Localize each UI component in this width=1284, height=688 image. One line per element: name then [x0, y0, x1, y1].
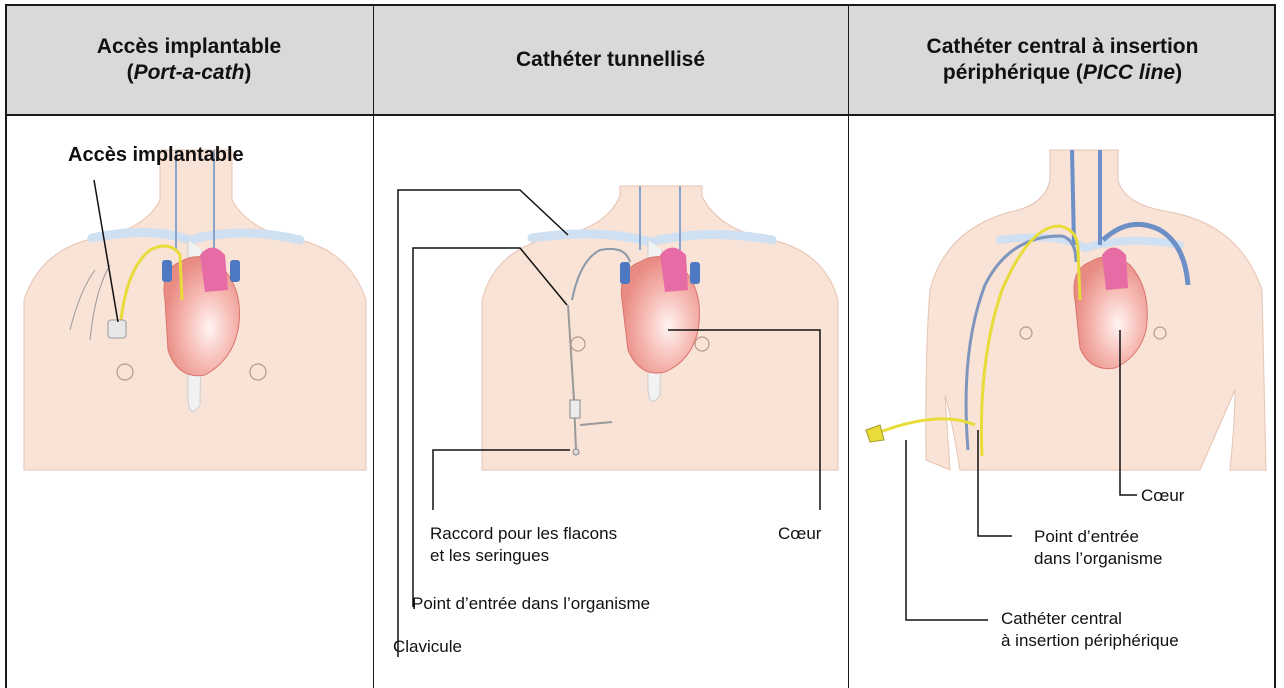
vein-right	[230, 260, 240, 282]
label-entry: Point d’entrée dans l’organisme	[412, 593, 650, 615]
label-entry-picc-line2: dans l’organisme	[1034, 548, 1163, 570]
label-picc: Cathéter central à insertion périphériqu…	[1001, 608, 1179, 652]
aortic-arch	[660, 248, 688, 293]
connector-clamp	[570, 400, 580, 418]
label-entry-picc-line1: Point d’entrée	[1034, 526, 1163, 548]
label-port: Accès implantable	[68, 144, 244, 167]
aortic-arch	[1102, 248, 1128, 291]
label-entry-picc: Point d’entrée dans l’organisme	[1034, 526, 1163, 570]
connector-tip	[573, 449, 579, 455]
torso-port-illustration	[24, 150, 366, 470]
label-connector-line2: et les seringues	[430, 545, 617, 567]
picc-hub	[866, 425, 884, 442]
label-picc-line1: Cathéter central	[1001, 608, 1179, 630]
vein-left	[162, 260, 172, 282]
vein-left	[620, 262, 630, 284]
port-chamber	[108, 320, 126, 338]
vein-right	[690, 262, 700, 284]
torso-tunneled-illustration	[398, 186, 838, 657]
label-clavicle: Clavicule	[393, 636, 462, 658]
label-connector: Raccord pour les flacons et les seringue…	[430, 523, 617, 567]
label-connector-line1: Raccord pour les flacons	[430, 523, 617, 545]
label-heart: Cœur	[778, 523, 821, 545]
label-picc-line2: à insertion périphérique	[1001, 630, 1179, 652]
label-heart-picc: Cœur	[1141, 485, 1184, 507]
aortic-arch	[200, 248, 228, 293]
